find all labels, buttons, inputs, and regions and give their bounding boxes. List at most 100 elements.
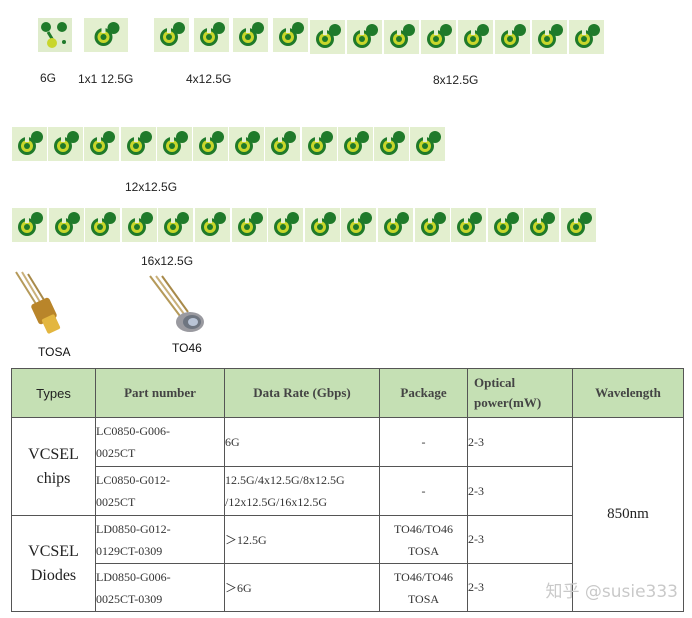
chip-12x [337,127,373,161]
chip-12x [156,127,192,161]
pkg-line1: TO46/TO46 [394,521,453,536]
chip-12x [410,127,446,161]
group-diodes-line1: VCSEL [28,542,79,560]
chip-12x [229,127,265,161]
chip-12x [120,127,156,161]
pkg-line1: - [421,435,426,449]
chip-12x [301,127,337,161]
chip-16x [524,208,560,242]
chip-8x [421,20,456,54]
chip-1x1 [84,18,128,52]
header-optical-power-line2: power(mW) [474,395,542,410]
pn-line2: 0129CT-0309 [96,543,163,558]
chip-8x [495,20,530,54]
part-number-cell: LC0850-G012-0025CT [95,466,225,516]
pn-line1: LC0850-G006- [96,424,170,438]
tosa-image [10,270,66,338]
chip-16x [158,208,194,242]
watermark: 知乎 @susie333 [545,582,678,602]
pn-line1: LD0850-G012- [96,521,171,536]
label-12x: 12x12.5G [125,180,178,194]
chip-16x [268,208,304,242]
chip-8x [532,20,567,54]
chip-4x [272,18,308,52]
to46-image [146,274,206,338]
chip-16x [414,208,450,242]
chip-16x [48,208,84,242]
pn-line2: 0025CT [96,495,136,509]
rate-line1: ＞6G [225,580,252,595]
group-vcsel-chips: VCSEL chips [11,417,96,516]
chip-16x [451,208,487,242]
chip-6g [38,18,72,52]
spec-table: Types Part number Data Rate (Gbps) Packa… [11,368,684,612]
wavelength-cell: 850nm [572,417,684,612]
pn-line1: LD0850-G006- [96,569,171,584]
pn-line2: 0025CT [96,446,136,460]
chip-16x [195,208,230,242]
chip-16x [487,208,523,242]
pkg-line1: TO46/TO46 [394,569,453,584]
power-cell: 2-3 [467,466,573,516]
data-rate-cell: 12.5G/4x12.5G/8x12.5G/12x12.5G/16x12.5G [224,466,380,516]
chip-16x [231,208,267,242]
chip-12x [12,127,47,161]
part-number-cell: LD0850-G006- 0025CT-0309 [95,563,225,612]
chip-12x [265,127,301,161]
label-6g: 6G [40,71,57,85]
chip-4x [193,18,229,52]
pkg-line2: TOSA [407,591,440,606]
chip-12x [84,127,120,161]
chip-16x [341,208,377,242]
header-data-rate: Data Rate (Gbps) [224,368,380,418]
group-chips-line2: chips [36,469,71,487]
group-vcsel-diodes: VCSEL Diodes [11,515,96,612]
chip-4x [233,18,268,52]
chip-12x [193,127,228,161]
part-number-cell: LC0850-G006- 0025CT [95,417,225,467]
data-rate-cell: ＞12.5G [224,515,380,564]
power-cell: 2-3 [467,417,573,467]
chip-8x [569,20,604,54]
power-cell: 2-3 [467,563,573,612]
label-1x1: 1x1 12.5G [78,72,134,86]
chip-4x [154,18,189,52]
package-cell: - [379,466,468,516]
data-rate-cell: 6G [224,417,380,467]
chip-16x [304,208,340,242]
table-row: LC0850-G012-0025CT 12.5G/4x12.5G/8x12.5G… [12,466,684,516]
label-16x: 16x12.5G [141,254,194,268]
label-8x: 8x12.5G [433,73,479,87]
data-rate-cell: ＞6G [224,563,380,612]
header-types: Types [11,368,96,418]
chip-16x [378,208,413,242]
chip-16x [561,208,596,242]
chip-8x [310,20,345,54]
pn-line2: 0025CT-0309 [96,591,163,606]
header-package: Package [379,368,468,418]
rate-line2: /12x12.5G/16x12.5G [225,495,327,509]
part-number-cell: LD0850-G012- 0129CT-0309 [95,515,225,564]
label-to46: TO46 [172,341,202,355]
label-tosa: TOSA [38,345,71,359]
group-chips-line1: VCSEL [28,445,79,463]
rate-line1: 12.5G/4x12.5G/8x12.5G [225,473,345,487]
power-cell: 2-3 [467,515,573,564]
chip-12x [374,127,409,161]
chip-8x [384,20,419,54]
header-wavelength: Wavelength [572,368,684,418]
group-diodes-line2: Diodes [30,566,77,584]
table-header-row: Types Part number Data Rate (Gbps) Packa… [11,368,684,418]
table-row: VCSEL chips LC0850-G006- 0025CT 6G - 2-3 8… [11,417,684,612]
chip-8x [458,20,493,54]
header-part-number: Part number [95,368,225,418]
chip-16x [12,208,47,242]
pkg-line2: TOSA [407,543,440,558]
chip-16x [85,208,121,242]
table-row: VCSEL Diodes LD0850-G012- 0129CT-0309 ＞12.… [11,515,684,612]
rate-line1: 6G [225,435,240,449]
